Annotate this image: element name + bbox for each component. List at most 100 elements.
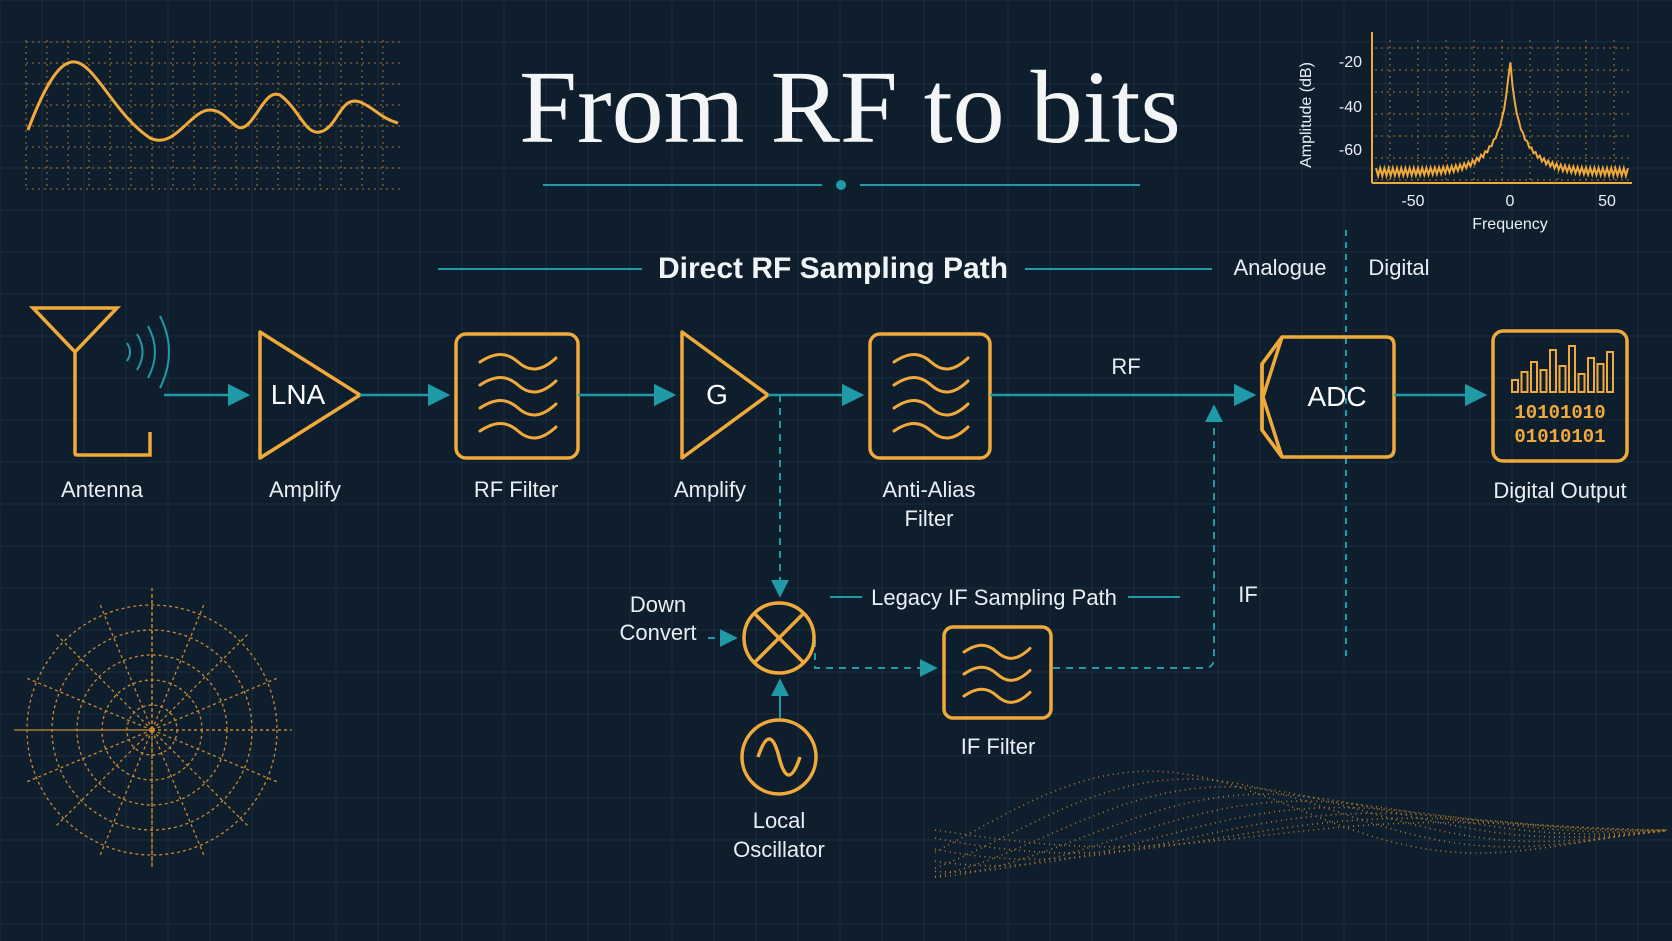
polar-spoke [151,729,248,826]
bit-bar [1558,365,1567,393]
bit-bar [1606,351,1614,393]
legacy-path-header: Legacy IF Sampling Path [830,585,1180,610]
dotted-wave [934,778,1668,870]
polar-spoke [151,729,205,855]
filter-wave [478,399,558,417]
filter-waves-icon [892,353,970,440]
y-axis-label: Amplitude (dB) [1298,62,1315,168]
local-oscillator-label-line2: Oscillator [733,837,825,862]
adc-symbol: ADC [1307,381,1366,412]
filter-waves-icon [962,643,1032,704]
dotted-wave-decoration [934,770,1668,878]
bit-bars-icon [1511,345,1614,393]
polar-spoke [151,677,277,731]
polar-spoke [151,729,277,783]
lna-label: Amplify [269,477,341,502]
local-oscillator-label-line1: Local [753,808,806,833]
bit-bar [1520,371,1529,393]
dotted-wave [934,812,1668,861]
polar-spoke [27,677,153,731]
if-filter-label: IF Filter [961,734,1036,759]
lna-block: LNA [258,330,362,460]
x-axis-label: Frequency [1472,216,1548,233]
bits-line2: 01010101 [1514,426,1605,448]
oscilloscope-decoration [25,40,400,190]
adc-block: ADC [1260,335,1396,459]
filter-wave [962,687,1032,704]
anti-alias-filter-block [868,332,992,460]
filter-wave [892,399,970,417]
filter-wave [478,353,558,371]
polar-spoke [99,729,153,855]
bit-bar [1549,349,1557,393]
rf-filter-label: RF Filter [474,477,558,502]
dotted-wave [934,770,1668,854]
dotted-wave [934,793,1668,878]
lna-symbol: LNA [271,379,326,410]
antenna-block [28,306,170,457]
filter-waves-icon [478,353,558,440]
polar-spoke [56,634,153,731]
digital-output-block: 10101010 01010101 [1491,329,1629,463]
analogue-label: Analogue [1234,255,1327,280]
filter-wave [962,665,1032,682]
polar-spoke [56,729,153,826]
oscillator-icon [740,718,818,796]
anti-alias-label-line1: Anti-Alias [883,477,976,502]
rf-signal-label: RF [1111,354,1140,379]
title-divider [543,180,1140,190]
bits-line1: 10101010 [1514,402,1605,424]
if-filter-block [942,625,1053,720]
filter-wave [892,376,970,394]
legacy-signal-path [708,395,1223,677]
antenna-label: Antenna [61,477,144,502]
bit-bar [1587,357,1595,393]
bit-bar [1511,379,1519,393]
dotted-wave [934,786,1668,878]
legacy-path-label: Legacy IF Sampling Path [871,585,1117,610]
direct-path-header: Direct RF Sampling Path [438,252,1212,285]
dotted-wave [934,806,1668,867]
polar-spoke [27,729,153,783]
radio-waves-icon [126,315,170,389]
bit-bar [1530,361,1538,393]
x-tick-label: 0 [1506,193,1515,210]
polar-spoke [151,634,248,731]
digital-output-label: Digital Output [1493,478,1626,503]
page-title: From RF to bits [519,50,1181,165]
gain-label: Amplify [674,477,746,502]
filter-wave [478,422,558,440]
if-signal-label: IF [1238,582,1258,607]
y-tick-label: -60 [1339,142,1362,159]
bit-bar [1577,373,1586,393]
down-convert-label-line1: Down [630,592,686,617]
bit-bar [1568,345,1576,393]
filter-wave [892,422,970,440]
bit-bar [1539,369,1548,393]
spectrum-chart: -20 -40 -60 -50 0 50 Frequency Amplitude… [1298,32,1632,233]
y-tick-label: -40 [1339,99,1362,116]
y-tick-label: -20 [1339,54,1362,71]
x-tick-label: 50 [1598,193,1616,210]
down-convert-label-line2: Convert [619,620,696,645]
digital-label: Digital [1368,255,1429,280]
filter-wave [478,376,558,394]
gain-block: G [680,330,770,460]
anti-alias-label-line2: Filter [905,506,954,531]
dotted-wave [934,817,1667,854]
gain-symbol: G [706,379,728,410]
x-tick-label: -50 [1401,193,1424,210]
direct-path-label: Direct RF Sampling Path [658,252,1008,285]
polar-spoke [151,605,205,731]
polar-grid-decoration [14,588,292,870]
filter-wave [962,643,1032,660]
bit-bar [1596,363,1605,393]
mixer-icon [742,601,816,675]
filter-wave [892,353,970,371]
polar-spoke [99,605,153,731]
rf-filter-block [454,332,580,460]
dotted-wave [934,800,1668,873]
